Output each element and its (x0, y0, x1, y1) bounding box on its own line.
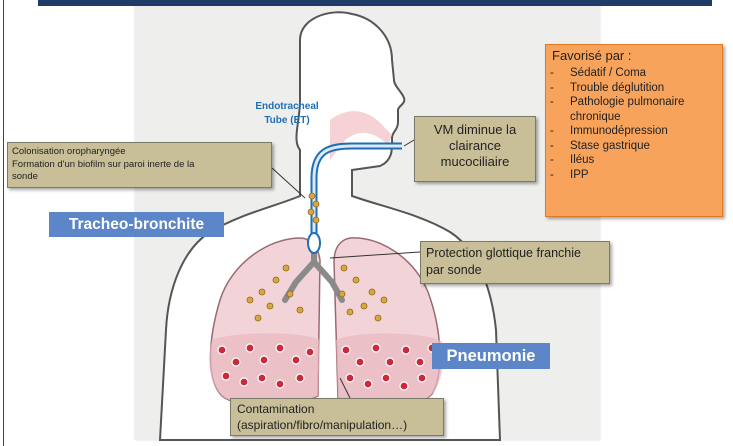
favorise-box: Favorisé par : -Sédatif / Coma -Trouble … (545, 44, 723, 217)
tag-pneumonie: Pneumonie (432, 343, 550, 369)
callout-vm: VM diminue la clairance mucociliaire (414, 116, 536, 182)
callout-colonisation: Colonisation oropharyngée Formation d'un… (7, 142, 272, 188)
et-tube-label: Endotracheal Tube (ET) (252, 100, 322, 128)
favorise-list: -Sédatif / Coma -Trouble déglutition -Pa… (550, 66, 720, 182)
list-item: -Sédatif / Coma (550, 66, 720, 81)
list-item: -Stase gastrique (550, 139, 720, 154)
callout-protection: Protection glottique franchie par sonde (420, 241, 610, 284)
callout-contamination: Contamination (aspiration/fibro/manipula… (230, 398, 444, 436)
et-cuff (308, 233, 320, 253)
list-item: -Immunodépression (550, 124, 720, 139)
pointer-vm (404, 140, 414, 146)
list-item: -Trouble déglutition (550, 81, 720, 96)
list-item: -Pathologie pulmonaire chronique (550, 95, 720, 124)
left-lower-lobe (209, 333, 320, 406)
favorise-title: Favorisé par : (552, 48, 631, 63)
tag-tracheo-bronchite: Tracheo-bronchite (49, 212, 224, 237)
right-lower-lobe (336, 333, 443, 407)
list-item: -IPP (550, 168, 720, 183)
list-item: -Iléus (550, 153, 720, 168)
